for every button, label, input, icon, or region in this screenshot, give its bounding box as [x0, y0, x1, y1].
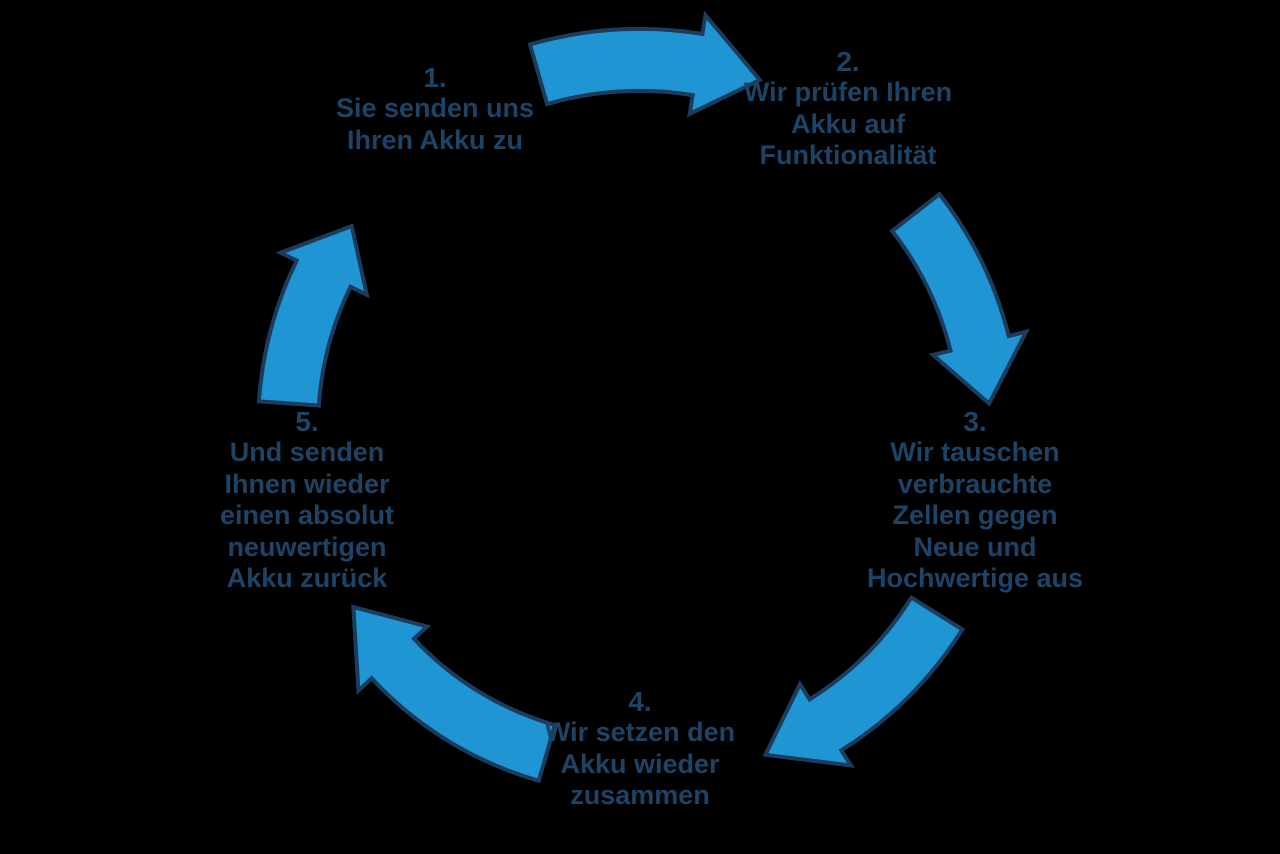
- step-4-number: 4.: [628, 686, 652, 717]
- step-line: Ihnen wieder: [224, 468, 390, 499]
- step-line: Akku auf: [790, 108, 906, 139]
- curved-arrow-step4-to-step5-icon: [351, 604, 558, 784]
- step-line: Zellen gegen: [892, 500, 1058, 530]
- step-line: Wir tauschen: [890, 437, 1060, 467]
- step-line: einen absolut: [219, 500, 395, 530]
- step-line: zusammen: [570, 780, 710, 810]
- step-line: Neue und: [913, 531, 1037, 562]
- curved-arrow-step5-to-step1-icon: [256, 223, 370, 408]
- step-line: Ihren Akku zu: [346, 124, 524, 155]
- step-5-number: 5.: [295, 406, 319, 437]
- step-line: neuwertigen: [227, 531, 387, 562]
- curved-arrow-step1-to-step2-icon: [527, 10, 763, 118]
- step-line: Wir prüfen Ihren: [743, 77, 953, 107]
- step-line: Sie senden uns: [335, 93, 535, 123]
- step-line: Hochwertige aus: [866, 563, 1084, 593]
- step-line: verbrauchte: [897, 468, 1053, 499]
- step-line: Wir setzen den: [544, 717, 736, 747]
- step-2-number: 2.: [836, 46, 860, 77]
- curved-arrow-step3-to-step4-icon: [762, 594, 966, 769]
- curved-arrow-step2-to-step3-icon: [889, 191, 1031, 407]
- step-line: Akku zurück: [226, 563, 388, 593]
- step-line: Akku wieder: [560, 748, 720, 779]
- step-line: Funktionalität: [759, 140, 937, 170]
- step-line: Und senden: [229, 437, 385, 467]
- step-3-number: 3.: [963, 406, 987, 437]
- step-1-number: 1.: [423, 62, 447, 93]
